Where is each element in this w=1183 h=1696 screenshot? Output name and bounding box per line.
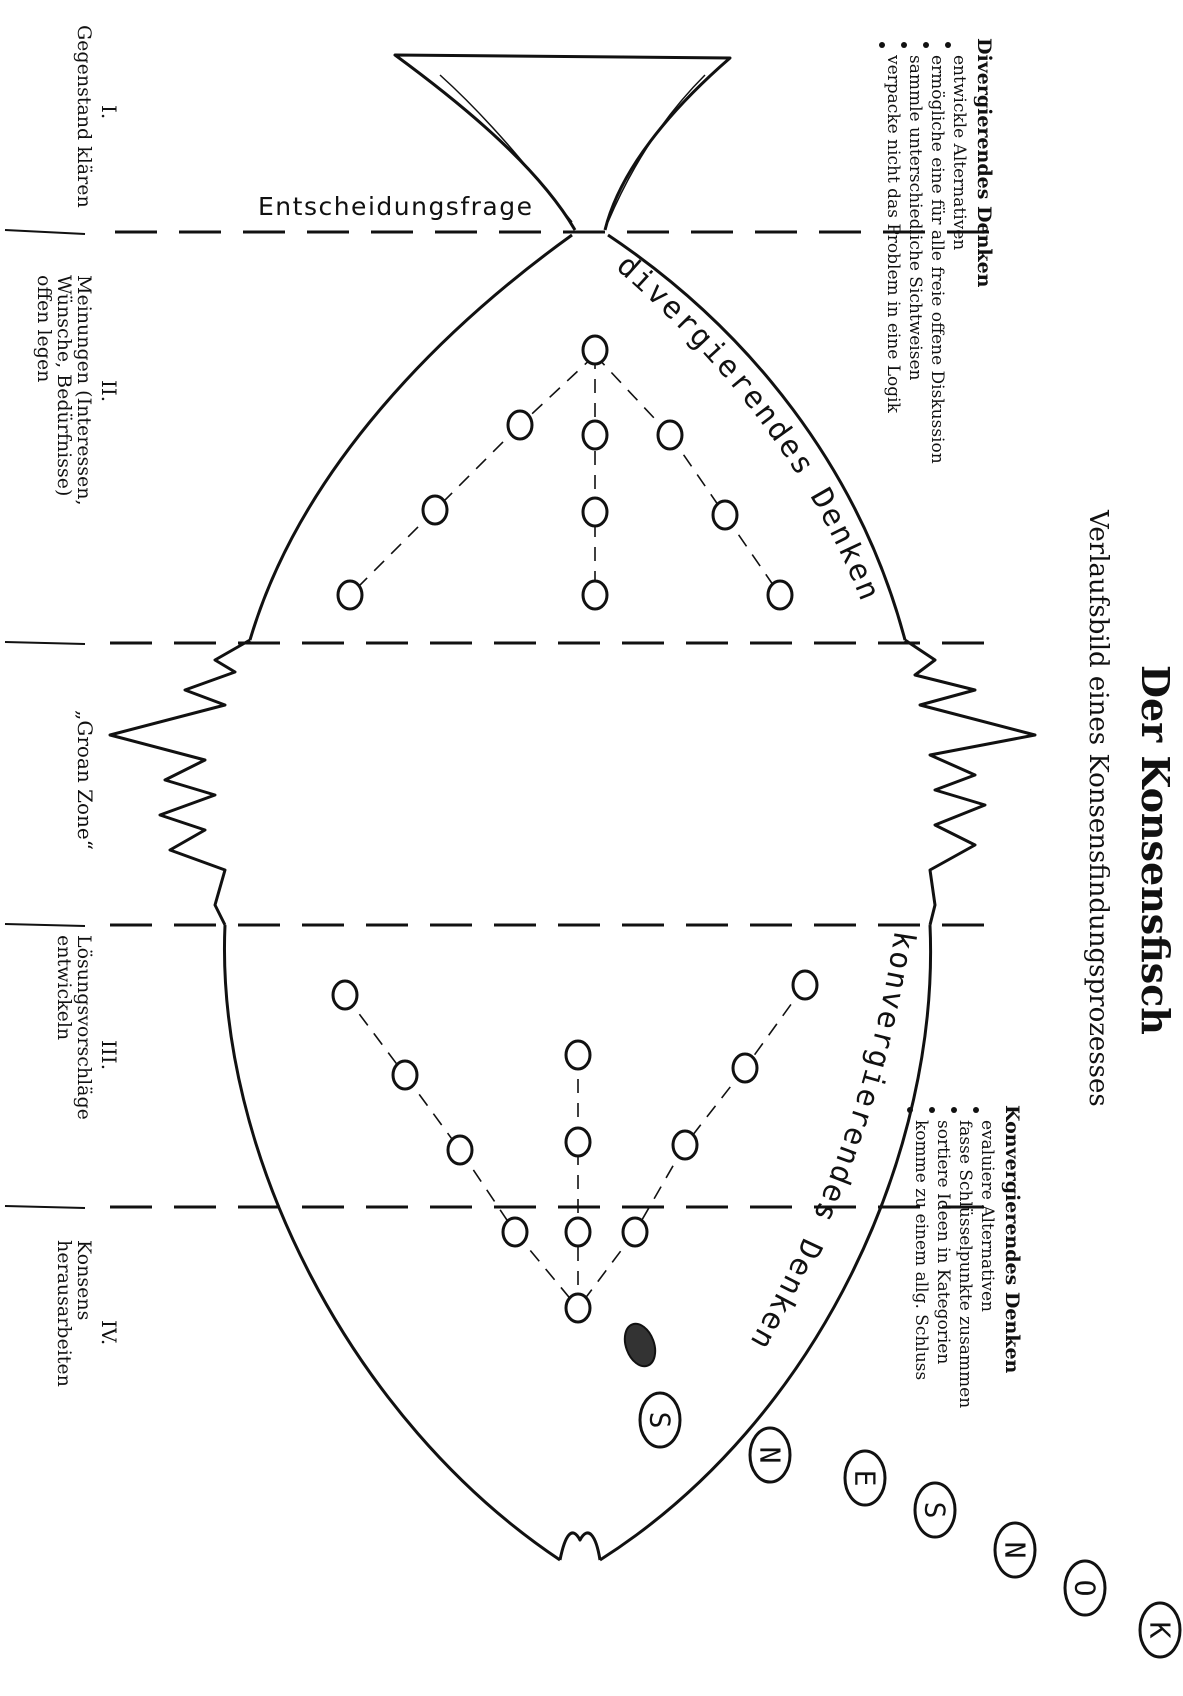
idea-node	[564, 1292, 592, 1324]
idea-node	[391, 1059, 419, 1091]
phase-2-label: Meinungen (Interessen,	[73, 275, 95, 506]
bubble-outline	[638, 1391, 682, 1449]
convergent-item: fasse Schlüsselpunkte zusammen	[955, 1120, 975, 1408]
fish-body-right-upper	[607, 233, 907, 641]
phase-dividers	[110, 230, 1000, 1209]
groan-zone-label: „Groan Zone“	[73, 710, 97, 850]
bubble-outline	[843, 1449, 887, 1507]
divergent-item: sammle unterschiedliche Sichtweisen	[905, 55, 925, 381]
idea-node	[731, 1052, 759, 1084]
idea-node	[581, 419, 609, 451]
fish-outline	[108, 53, 1037, 1562]
letter-bubble: K	[1138, 1601, 1182, 1659]
idea-node	[421, 494, 449, 526]
bubble-letter: N	[999, 1542, 1032, 1559]
convergent-item: evaluiere Alternativen	[977, 1120, 997, 1312]
fin-left	[108, 638, 251, 926]
fish-body-left-lower	[222, 924, 561, 1562]
idea-node	[564, 1039, 592, 1071]
idea-node	[621, 1216, 649, 1248]
divergent-item: entwickle Alternativen	[949, 55, 969, 250]
phase-4-label: herausarbeiten	[53, 1240, 75, 1387]
bubble-letter: S	[644, 1412, 677, 1429]
idea-nodes	[331, 334, 819, 1324]
divergent-box: Divergierendes Denken entwickle Alternat…	[879, 38, 995, 464]
idea-node	[711, 499, 739, 531]
phase-labels: I. Gegenstand klären II. Meinungen (Inte…	[33, 25, 121, 1387]
phase-4-numeral: IV.	[97, 1320, 121, 1345]
phase-4-label: Konsens	[73, 1240, 95, 1320]
convergent-box-items: evaluiere Alternativen fasse Schlüsselpu…	[907, 1107, 997, 1408]
idea-node	[564, 1216, 592, 1248]
letter-bubble: O	[1063, 1559, 1107, 1617]
convergent-connectors	[344, 984, 806, 1309]
bubble-letter: E	[849, 1470, 882, 1487]
idea-node	[656, 419, 684, 451]
idea-node	[581, 579, 609, 611]
bubble-outline	[993, 1521, 1037, 1579]
letter-bubble: E	[843, 1449, 887, 1507]
decision-label: Entscheidungsfrage	[258, 192, 534, 221]
convergent-item: sortiere Ideen in Kategorien	[933, 1120, 953, 1364]
convergent-box-heading: Konvergierendes Denken	[1001, 1105, 1023, 1374]
fish-body-right-lower	[599, 924, 933, 1562]
divergent-item: ermögliche eine für alle freie offene Di…	[927, 55, 947, 464]
bubble-outline	[748, 1426, 792, 1484]
phase-2-label: Wünsche, Bedürfnisse)	[53, 275, 75, 496]
idea-node	[501, 1216, 529, 1248]
title: Der Konsensfisch	[1133, 665, 1178, 1035]
idea-node	[446, 1134, 474, 1166]
fish-mouth	[558, 1531, 602, 1561]
bubble-outline	[1138, 1601, 1182, 1659]
fish-body-left-upper	[248, 233, 573, 641]
idea-node	[331, 979, 359, 1011]
letter-bubble: S	[913, 1481, 957, 1539]
divergent-box-heading: Divergierendes Denken	[973, 38, 995, 288]
phase-3-label: entwickeln	[53, 935, 75, 1040]
bubble-letter: N	[754, 1447, 787, 1464]
letter-bubble: N	[993, 1521, 1037, 1579]
phase-2-label: offen legen	[33, 275, 55, 382]
divergent-box-items: entwickle Alternativen ermögliche eine f…	[879, 42, 969, 464]
phase-1-label: Gegenstand klären	[73, 25, 95, 208]
phase-3-label: Lösungsvorschläge	[73, 935, 95, 1120]
letter-bubble: S	[638, 1391, 682, 1449]
idea-node	[581, 334, 609, 366]
phase-ticks	[4, 229, 86, 1209]
bubble-outline	[1063, 1559, 1107, 1617]
letter-bubbles: K O N S E N S	[638, 1391, 1182, 1659]
idea-node	[564, 1126, 592, 1158]
idea-node	[581, 496, 609, 528]
subtitle: Verlaufsbild eines Konsensfindungsprozes…	[1083, 509, 1113, 1107]
idea-node	[671, 1129, 699, 1161]
convergent-item: komme zu einem allg. Schluss	[911, 1120, 931, 1380]
idea-node	[336, 579, 364, 611]
divergent-thinking-label: divergierendes Denken	[610, 248, 888, 607]
idea-node	[791, 969, 819, 1001]
divergent-item: verpacke nicht das Problem in eine Logik	[883, 54, 903, 414]
phase-1-numeral: I.	[97, 105, 121, 119]
divergent-connectors	[349, 354, 781, 596]
idea-node	[506, 409, 534, 441]
fin-right	[904, 638, 1037, 926]
convergent-thinking-label: konvergierendes Denken	[742, 929, 922, 1357]
bubble-outline	[913, 1481, 957, 1539]
phase-2-numeral: II.	[97, 380, 121, 402]
bubble-letter: K	[1144, 1622, 1177, 1639]
fish-tail-inner-line	[439, 74, 706, 223]
idea-node	[766, 579, 794, 611]
phase-3-numeral: III.	[97, 1040, 121, 1070]
bubble-letter: S	[919, 1502, 952, 1519]
bubble-letter: O	[1069, 1580, 1102, 1597]
convergent-box: Konvergierendes Denken evaluiere Alterna…	[907, 1105, 1023, 1408]
letter-bubble: N	[748, 1426, 792, 1484]
fish-eye	[623, 1322, 657, 1368]
